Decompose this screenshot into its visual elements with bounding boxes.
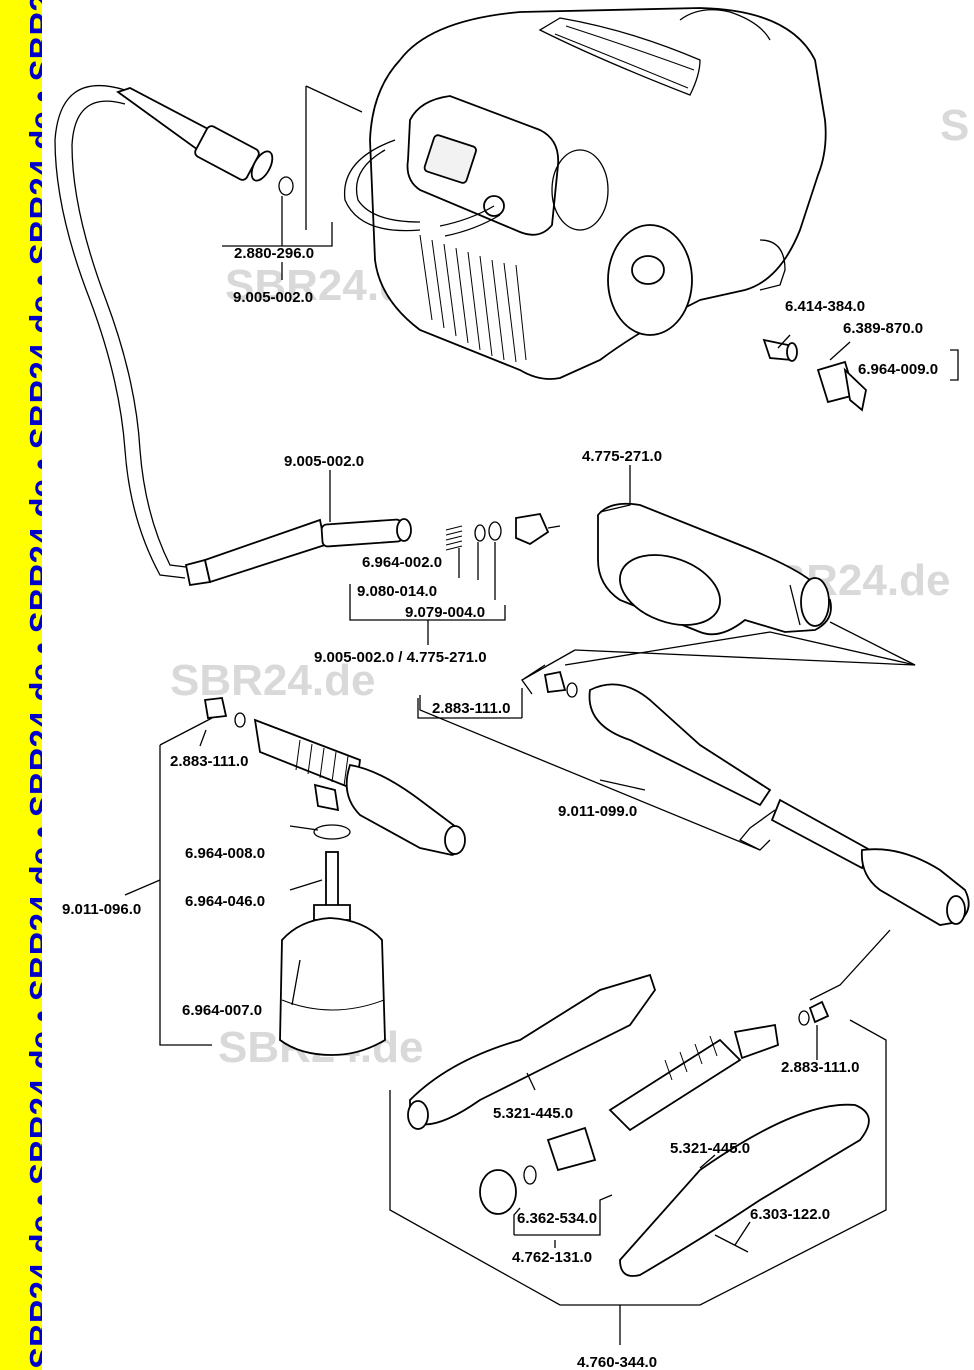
part-label: 2.883-111.0 (432, 700, 510, 717)
watermark: S (940, 101, 969, 150)
part-label: 9.005-002.0 (284, 453, 364, 470)
watermark: SBR24.de (170, 656, 375, 705)
part-label: 5.321-445.0 (493, 1105, 573, 1122)
high-pressure-hose (54, 85, 412, 587)
part-label: 9.005-002.0 / 4.775-271.0 (314, 649, 487, 666)
part-label: 2.883-111.0 (170, 753, 248, 770)
oring-shape (278, 176, 294, 196)
part-label: 6.964-009.0 (858, 361, 938, 378)
part-label: 6.414-384.0 (785, 298, 865, 315)
trigger-gun (597, 502, 832, 636)
part-label: 2.880-296.0 (234, 245, 314, 262)
vario-lance-parts (407, 973, 870, 1277)
part-label: 4.775-271.0 (582, 448, 662, 465)
part-label: 9.011-099.0 (558, 803, 637, 820)
part-label: 5.321-445.0 (670, 1140, 750, 1157)
part-label: 6.303-122.0 (750, 1206, 830, 1223)
part-label: 6.964-002.0 (362, 554, 442, 571)
valve-parts (445, 512, 561, 551)
part-label: 4.762-131.0 (512, 1249, 592, 1266)
inlet-fittings (762, 338, 867, 412)
part-label: 9.011-096.0 (62, 901, 141, 918)
part-label: 6.964-007.0 (182, 1002, 262, 1019)
part-label: 6.362-534.0 (517, 1210, 597, 1227)
part-label: 6.964-046.0 (185, 893, 265, 910)
part-label: 4.760-344.0 (577, 1354, 657, 1370)
part-label: 6.964-008.0 (185, 845, 265, 862)
part-label: 9.079-004.0 (405, 604, 485, 621)
spray-lance (543, 670, 970, 926)
leader-lines (124, 85, 959, 1345)
part-label: 6.389-870.0 (843, 320, 923, 337)
side-banner: SBR24.de • SBR24.de • SBR24.de • SBR24.d… (0, 0, 42, 1370)
part-label: 9.080-014.0 (357, 583, 437, 600)
part-label: 2.883-111.0 (781, 1059, 859, 1076)
part-label: 9.005-002.0 (233, 289, 313, 306)
foam-bottle (279, 824, 386, 1056)
pressure-washer-unit (343, 7, 827, 380)
foam-nozzle (203, 697, 466, 856)
